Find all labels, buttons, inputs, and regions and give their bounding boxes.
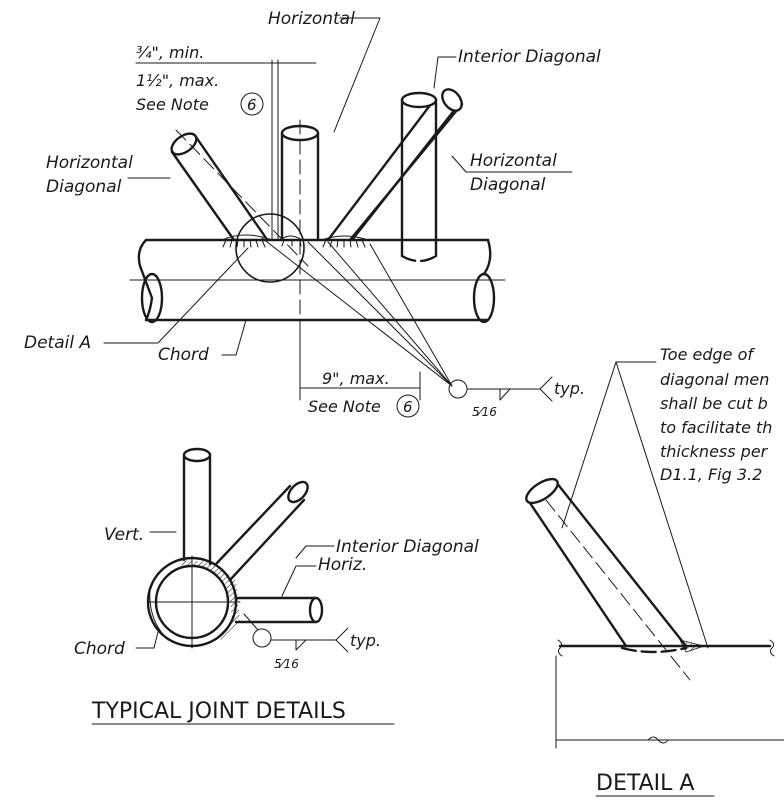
section-view: Vert. Interior Diagonal Horiz. Chord 5⁄1… — [74, 447, 479, 725]
vert-label: Vert. — [104, 525, 144, 545]
note-bubble-2 — [396, 394, 420, 418]
note-line-6: D1.1, Fig 3.2 — [660, 465, 762, 484]
weld-size-label: 5⁄16 — [472, 405, 497, 419]
nine-inch-dimension — [299, 319, 421, 401]
typical-joint-details-title: TYPICAL JOINT DETAILS — [91, 699, 346, 724]
main-elevation-view: Horizontal Interior Diagonal ¾", min. 1½… — [24, 9, 601, 419]
interior-diagonal-pipe — [400, 91, 438, 263]
section-chord-label: Chord — [74, 639, 125, 659]
chord-label: Chord — [158, 345, 209, 365]
section-weld-typ-label: typ. — [350, 631, 381, 650]
horizontal-label: Horizontal — [268, 9, 355, 29]
weld-typ-label: typ. — [554, 379, 585, 398]
section-weld-size-label: 5⁄16 — [274, 657, 299, 671]
note-line-4: to facilitate th — [660, 418, 772, 437]
left-diagonal-label: Diagonal — [46, 177, 122, 197]
main-leaders — [103, 17, 573, 356]
dim-max-label: 1½", max. — [136, 71, 219, 90]
toe-edge-note: Toe edge of diagonal men shall be cut b … — [561, 345, 772, 649]
horiz-label: Horiz. — [318, 555, 367, 575]
gap-dimension — [135, 59, 317, 241]
weld-hatch-main — [221, 234, 369, 248]
right-diagonal-label: Diagonal — [470, 175, 546, 195]
see-note-label-1: See Note — [136, 95, 209, 114]
detail-a-view: DETAIL A — [525, 477, 784, 797]
note-number-2: 6 — [403, 398, 413, 416]
weld-leader-lines — [261, 237, 553, 402]
note-bubble-1 — [240, 92, 264, 116]
note-line-3: shall be cut b — [660, 394, 768, 413]
left-horizontal-label: Horizontal — [46, 153, 133, 173]
note-number-1: 6 — [247, 96, 257, 114]
right-diagonal-pipe — [326, 88, 464, 242]
right-horizontal-label: Horizontal — [470, 151, 557, 171]
note-line-1: Toe edge of — [660, 345, 755, 364]
dim-min-label: ¾", min. — [136, 43, 204, 62]
note-line-5: thickness per — [660, 442, 769, 461]
detail-a-callout: Detail A — [24, 333, 91, 353]
interior-diagonal-label: Interior Diagonal — [458, 47, 601, 67]
detail-a-circle — [235, 213, 305, 283]
see-note-label-2: See Note — [308, 397, 381, 416]
detail-a-title: DETAIL A — [596, 771, 694, 796]
center-horizontal-pipe — [280, 119, 320, 323]
left-diagonal-pipe — [170, 129, 309, 267]
section-interior-diagonal-label: Interior Diagonal — [336, 537, 479, 557]
section-weld-hatch — [180, 560, 240, 640]
note-line-2: diagonal men — [660, 370, 769, 389]
nine-inch-label: 9", max. — [322, 369, 390, 388]
